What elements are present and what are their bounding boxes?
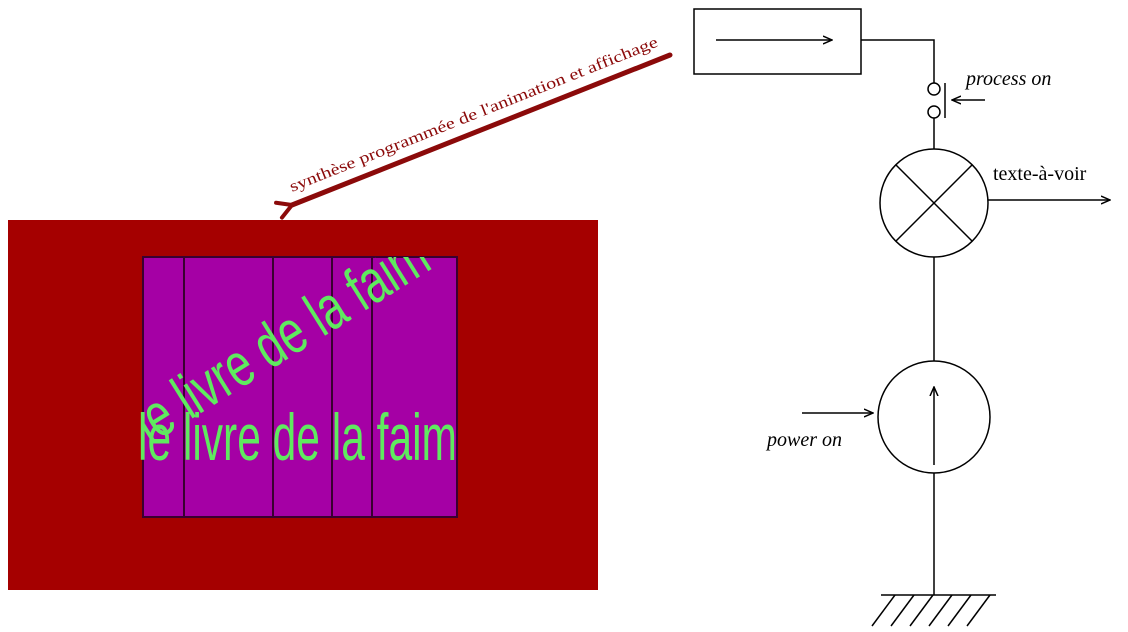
synthesis-arrow	[274, 52, 673, 220]
animation-panel: le livre de la faim le livre de la faim	[8, 220, 598, 590]
straight-title: le livre de la faim	[138, 401, 457, 474]
process-label: process on	[964, 68, 1051, 90]
synthesis-caption: synthèse programmée de l'animation et af…	[287, 34, 660, 196]
cross-circle-icon	[879, 148, 989, 258]
display-box	[693, 8, 862, 75]
current-source-icon	[877, 360, 991, 474]
switch-icon	[927, 82, 985, 119]
wire-top	[861, 39, 935, 83]
power-label: power on	[765, 429, 842, 451]
ground-icon	[871, 594, 996, 627]
circuit	[693, 8, 1110, 627]
book-spines	[142, 256, 458, 518]
output-label: texte-à-voir	[993, 163, 1087, 185]
